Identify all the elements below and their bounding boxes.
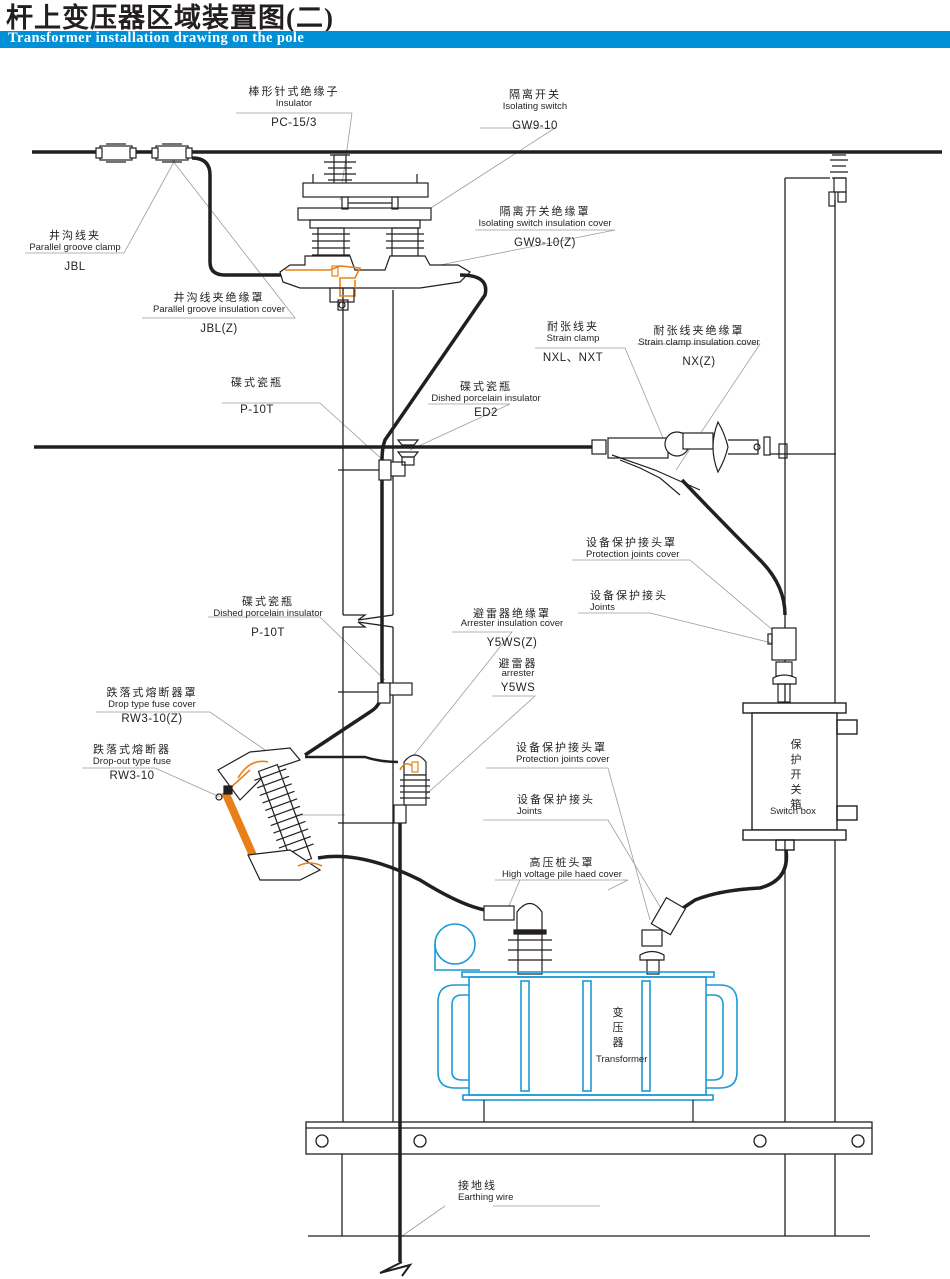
label-arrester: 避雷器 arrester Y5WS: [498, 658, 538, 694]
label-isolating-switch-cover: 隔离开关绝缘罩 Isolating switch insulation cove…: [478, 206, 612, 249]
label-dished-insulator-upper-right: 碟式瓷瓶 Dished porcelain insulator ED2: [431, 381, 541, 419]
label-parallel-groove-clamp: 井沟线夹 Parallel groove clamp JBL: [29, 230, 121, 273]
earthing-electrode: [379, 1261, 413, 1277]
jumper-cable: [191, 156, 285, 277]
label-drop-fuse-cover: 跌落式熔断器罩 Drop type fuse cover RW3-10(Z): [106, 687, 198, 725]
label-earthing-wire: 接地线 Earthing wire: [458, 1180, 514, 1203]
switch-box-label-en: Switch box: [770, 806, 816, 817]
protection-joint-lower: [639, 896, 687, 975]
transformer-base: [483, 1100, 694, 1122]
label-isolating-switch: 隔离开关 Isolating switch GW9-10: [502, 89, 568, 132]
cable-fuse-to-arrester: [305, 755, 399, 764]
switch-box: [742, 702, 858, 851]
cable-switchbox-to-transformer: [679, 849, 789, 912]
label-protection-joints-cover-lower: 设备保护接头罩 Protection joints cover: [516, 742, 610, 765]
dished-insulator-p10t-upper: [338, 459, 406, 481]
dished-insulator-p10t-lower: [338, 682, 413, 704]
protection-joint-upper: [767, 627, 797, 703]
transformer-label-en: Transformer: [596, 1054, 648, 1065]
hv-pile-head: [483, 902, 552, 975]
label-dished-insulator-upper-left: 碟式瓷瓶 P-10T: [231, 377, 283, 416]
label-dished-insulator-lower: 碟式瓷瓶 Dished porcelain insulator P-10T: [213, 596, 323, 639]
crossbeam: [305, 1121, 873, 1155]
page-title-cn: 杆上变压器区域装置图(二): [6, 3, 334, 33]
label-drop-out-fuse: 跌落式熔断器 Drop-out type fuse RW3-10: [92, 744, 172, 782]
label-protection-joints-cover-upper: 设备保护接头罩 Protection joints cover: [586, 537, 680, 560]
strain-clamp-assembly: [591, 420, 788, 496]
dished-insulator-ed2: [396, 439, 420, 466]
label-hv-pile-head-cover: 高压桩头罩 High voltage pile haed cover: [502, 857, 622, 880]
label-joints-upper: 设备保护接头 Joints: [590, 590, 668, 613]
cable-strain-to-joint: [680, 478, 787, 616]
label-strain-clamp-cover: 耐张线夹绝缘罩 Strain clamp insulation cover NX…: [638, 325, 760, 368]
label-arrester-cover: 避雷器绝缘罩 Arrester insulation cover Y5WS(Z): [460, 608, 564, 649]
label-joints-lower: 设备保护接头 Joints: [517, 794, 595, 817]
title-banner: [0, 31, 950, 48]
leader-lines: [25, 112, 781, 1237]
isolating-switch: [279, 154, 471, 311]
transformer-body: [434, 923, 738, 1101]
drop-out-fuse: [215, 747, 323, 881]
cable-fuse-to-hv: [317, 854, 486, 912]
switch-box-label-cn: 保护开关箱: [790, 739, 802, 811]
label-insulator: 棒形针式绝缘子 Insulator PC-15/3: [248, 86, 340, 129]
page-title-en: Transformer installation drawing on the …: [8, 30, 305, 46]
label-strain-clamp: 耐张线夹 Strain clamp NXL、NXT: [542, 321, 604, 364]
transformer-label-cn: 变压器: [612, 1007, 624, 1049]
label-parallel-groove-cover: 井沟线夹绝缘罩 Parallel groove insulation cover…: [152, 292, 286, 335]
cable-switch-down: [304, 273, 488, 757]
parallel-groove-clamps: [95, 143, 193, 163]
top-right-insulator: [828, 154, 848, 207]
pole-left: [341, 280, 394, 1236]
arrester-assembly: [338, 754, 430, 824]
